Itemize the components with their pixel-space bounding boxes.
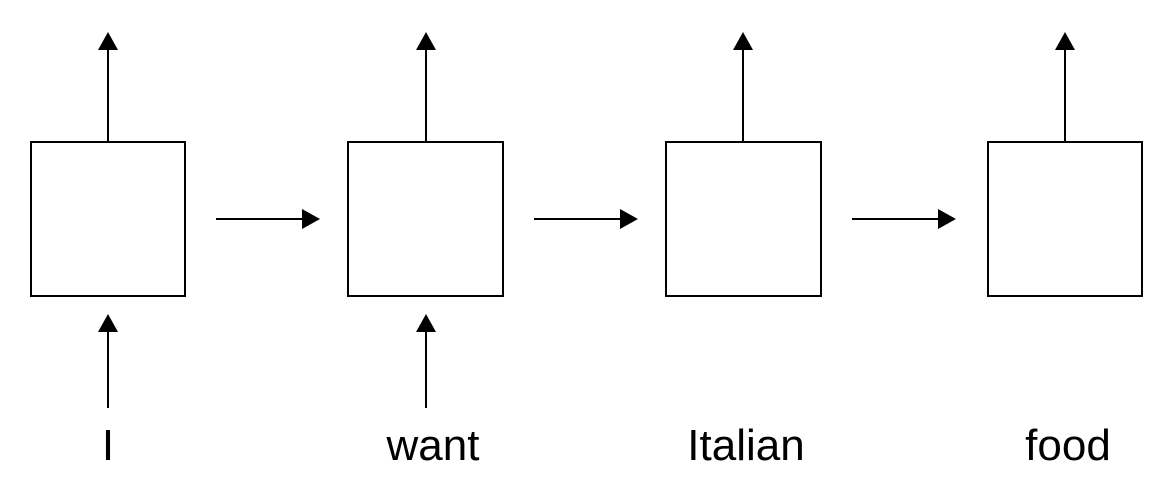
output-arrow-3 <box>1055 32 1075 142</box>
input-arrow-0 <box>98 314 118 408</box>
input-word-3: food <box>1025 421 1111 470</box>
output-arrow-2 <box>733 32 753 142</box>
output-arrow-1 <box>416 32 436 142</box>
rnn-cell-2: Italian <box>665 32 822 470</box>
cell-box-1 <box>347 141 504 297</box>
input-word-2: Italian <box>687 421 804 470</box>
output-arrow-0 <box>98 32 118 142</box>
rnn-cell-1: want <box>347 32 504 470</box>
input-word-0: I <box>102 421 114 470</box>
cell-box-0 <box>30 141 186 297</box>
cell-box-2 <box>665 141 822 297</box>
rnn-cell-3: food <box>987 32 1143 470</box>
recurrent-arrow-1-2 <box>534 209 638 229</box>
input-arrow-1 <box>416 314 436 408</box>
cell-box-3 <box>987 141 1143 297</box>
recurrent-arrow-0-1 <box>216 209 320 229</box>
recurrent-arrow-2-3 <box>852 209 956 229</box>
rnn-cell-0: I <box>30 32 186 470</box>
input-word-1: want <box>386 421 480 470</box>
